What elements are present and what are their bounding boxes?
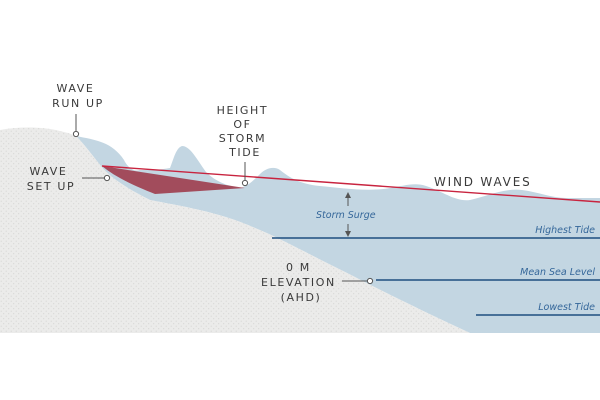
highest-tide-label: Highest Tide bbox=[535, 225, 595, 236]
height-of-storm-tide-label: HEIGHT OF STORM TIDE bbox=[217, 104, 274, 159]
storm-surge-arrow bbox=[345, 192, 351, 237]
wave-set-up-label: WAVE SET UP bbox=[27, 165, 75, 193]
wave-run-up-marker bbox=[72, 114, 80, 138]
land bbox=[0, 127, 470, 333]
elevation-label: 0 M ELEVATION (AHD) bbox=[261, 261, 341, 304]
wave-set-up-marker bbox=[82, 174, 111, 182]
storm-tide-marker bbox=[241, 162, 249, 187]
mean-sea-level-label: Mean Sea Level bbox=[520, 267, 595, 278]
storm-surge-label: Storm Surge bbox=[316, 210, 376, 221]
elevation-marker bbox=[342, 277, 374, 285]
wind-waves-label: WIND WAVES bbox=[434, 175, 532, 189]
wave-run-up-label: WAVE RUN UP bbox=[52, 82, 104, 110]
lowest-tide-label: Lowest Tide bbox=[538, 302, 595, 313]
storm-tide-line bbox=[101, 165, 600, 203]
wave-setup-wedge bbox=[102, 166, 245, 194]
